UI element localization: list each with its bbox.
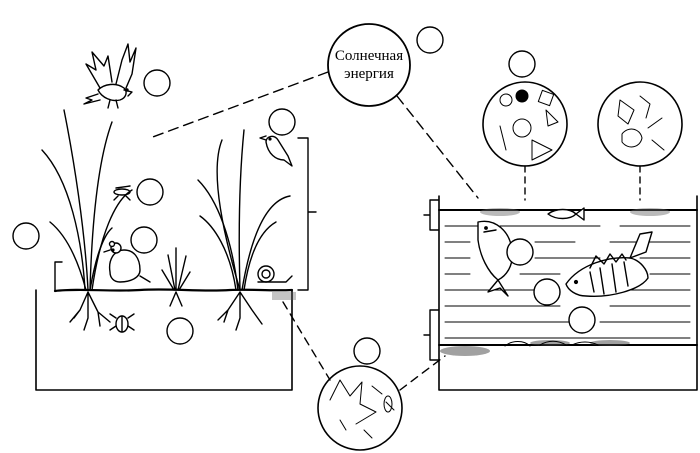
bottom-organisms — [504, 340, 599, 347]
answer-bubble[interactable] — [130, 226, 158, 254]
phytoplankton-circle — [482, 81, 568, 201]
answer-bubble[interactable] — [136, 178, 164, 206]
soil-circle — [282, 301, 446, 451]
answer-bubble[interactable] — [508, 50, 536, 78]
small-bird — [259, 135, 293, 167]
beetle — [109, 313, 135, 333]
answer-bubble[interactable] — [12, 222, 40, 250]
sun-circle — [327, 23, 411, 107]
tall-plant-left — [41, 109, 133, 331]
soil-particles — [272, 292, 296, 300]
ground-bracket — [54, 261, 63, 291]
rodent — [103, 240, 151, 283]
water-lines — [444, 225, 691, 339]
zooplankton-circle — [597, 81, 683, 201]
answer-bubble[interactable] — [533, 278, 561, 306]
sun-label-line1: Солнечная — [335, 48, 403, 64]
water-bracket-bottom — [423, 309, 439, 361]
answer-bubble[interactable] — [568, 306, 596, 334]
sun-label-line2: энергия — [344, 66, 394, 82]
answer-bubble[interactable] — [416, 26, 444, 54]
plankton-stipple — [480, 208, 670, 216]
water-bracket-top — [423, 199, 439, 231]
large-fish — [477, 220, 513, 297]
insect — [113, 185, 131, 201]
answer-bubble[interactable] — [143, 69, 171, 97]
aquatic-ecosystem — [423, 195, 698, 391]
sun-energy — [149, 23, 479, 199]
aquarium-box — [438, 195, 698, 391]
snail — [257, 265, 293, 283]
bird-of-prey — [83, 43, 137, 109]
ground-box — [35, 289, 293, 391]
small-fish — [547, 207, 585, 221]
terrestrial-ecosystem — [35, 43, 317, 391]
tall-plant-right — [197, 129, 291, 331]
sun-line-left — [149, 71, 329, 139]
answer-bubble[interactable] — [506, 238, 534, 266]
perch — [565, 231, 653, 298]
vegetation-bracket — [297, 137, 317, 291]
answer-bubble[interactable] — [353, 337, 381, 365]
bottom-sediment — [440, 340, 630, 356]
sun-line-right — [396, 95, 479, 199]
grass-tuft — [161, 247, 191, 307]
answer-bubble[interactable] — [166, 317, 194, 345]
answer-bubble[interactable] — [268, 108, 296, 136]
answer-bubbles — [12, 26, 596, 365]
